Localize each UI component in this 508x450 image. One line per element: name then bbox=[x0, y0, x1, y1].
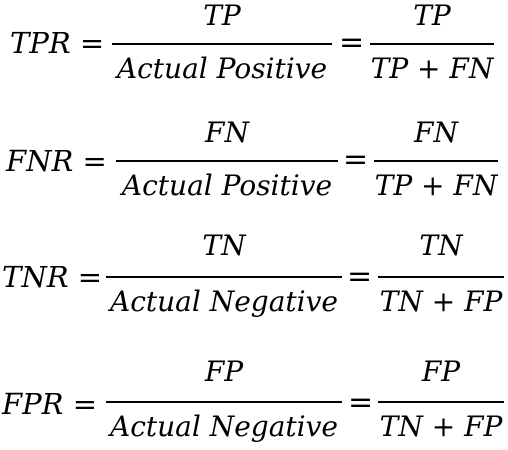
equals-sign: = bbox=[347, 259, 373, 294]
fraction-counts: FN TP + FN bbox=[374, 115, 498, 227]
fraction-denominator: Actual Negative bbox=[109, 285, 339, 318]
fraction-denominator: TN + FP bbox=[379, 410, 503, 443]
fraction-actual: FP Actual Negative bbox=[106, 338, 342, 450]
fraction-counts: TP TP + FN bbox=[370, 0, 494, 112]
fraction-denominator: TP + FN bbox=[374, 169, 498, 202]
equals-sign: = bbox=[339, 25, 365, 60]
fraction-bar bbox=[378, 276, 504, 278]
fraction-denominator: Actual Negative bbox=[109, 410, 339, 443]
equation-lhs: FPR = bbox=[2, 387, 97, 421]
fraction-bar bbox=[374, 160, 498, 162]
fraction-denominator: Actual Positive bbox=[116, 52, 328, 85]
fraction-bar bbox=[370, 43, 494, 45]
equation-lhs: TNR = bbox=[2, 260, 103, 294]
fraction-bar bbox=[378, 401, 504, 403]
fraction-actual: FN Actual Positive bbox=[116, 115, 338, 227]
equation-fnr: FNR = FN Actual Positive = FN TP + FN bbox=[0, 115, 508, 227]
fraction-bar bbox=[106, 276, 342, 278]
equation-tpr: TPR = TP Actual Positive = TP TP + FN bbox=[0, 0, 508, 112]
equation-fpr: FPR = FP Actual Negative = FP TN + FP bbox=[0, 338, 508, 450]
equation-tnr: TNR = TN Actual Negative = TN TN + FP bbox=[0, 224, 508, 336]
fraction-bar bbox=[106, 401, 342, 403]
fraction-denominator: TP + FN bbox=[370, 52, 494, 85]
fraction-numerator: TP bbox=[203, 0, 241, 32]
fraction-actual: TP Actual Positive bbox=[112, 0, 332, 112]
fraction-bar bbox=[112, 43, 332, 45]
fraction-numerator: TP bbox=[413, 0, 451, 32]
fraction-denominator: TN + FP bbox=[379, 285, 503, 318]
equation-lhs: TPR = bbox=[10, 26, 105, 60]
fraction-numerator: FN bbox=[414, 116, 458, 149]
fraction-numerator: TN bbox=[419, 229, 463, 262]
fraction-numerator: FP bbox=[204, 355, 244, 388]
fraction-numerator: TN bbox=[202, 229, 246, 262]
fraction-numerator: FP bbox=[421, 355, 461, 388]
equals-sign: = bbox=[343, 142, 369, 177]
fraction-counts: TN TN + FP bbox=[378, 224, 504, 336]
fraction-bar bbox=[116, 160, 338, 162]
fraction-denominator: Actual Positive bbox=[121, 169, 333, 202]
fraction-actual: TN Actual Negative bbox=[106, 224, 342, 336]
fraction-numerator: FN bbox=[205, 116, 249, 149]
equation-lhs: FNR = bbox=[6, 144, 107, 178]
fraction-counts: FP TN + FP bbox=[378, 338, 504, 450]
equals-sign: = bbox=[348, 385, 374, 420]
